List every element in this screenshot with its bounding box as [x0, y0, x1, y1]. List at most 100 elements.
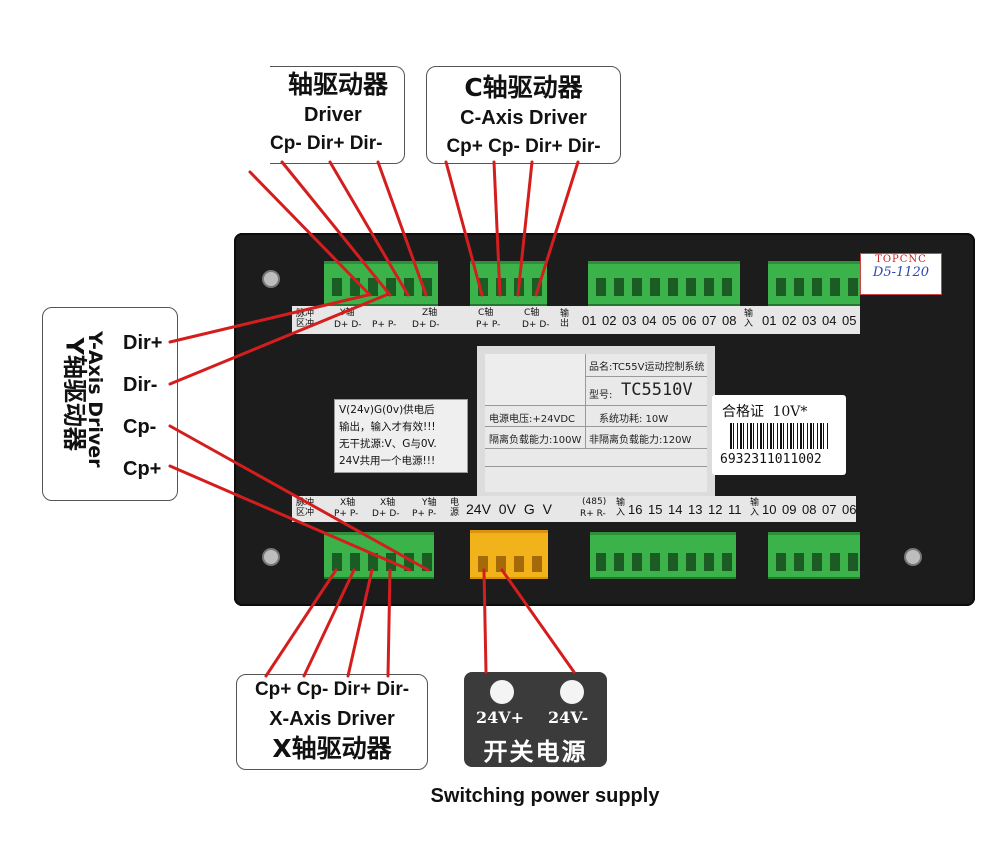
terminal-hole[interactable]	[614, 553, 624, 571]
non-isolated-load: 非隔离负载能力:120W	[589, 435, 692, 446]
callout-cn: C轴驱动器	[464, 73, 583, 102]
terminal-hole[interactable]	[596, 553, 606, 571]
output-header: 输出	[560, 309, 570, 329]
rs485-pins: R+ R-	[580, 509, 606, 519]
terminal-hole[interactable]	[830, 553, 840, 571]
input-04: 04	[822, 313, 837, 328]
pulse-label: 脉冲 区冲	[296, 309, 315, 329]
label-switching-power-cn: 开关电源	[483, 738, 588, 766]
terminal-24v-minus-icon	[560, 680, 584, 704]
output-02: 02	[602, 313, 617, 328]
wire	[264, 568, 338, 678]
c-pins-b-label: D+ D-	[522, 320, 550, 330]
terminal-hole[interactable]	[496, 556, 506, 572]
screw-icon	[262, 270, 280, 288]
terminal-hole[interactable]	[614, 278, 624, 296]
terminal-hole[interactable]	[812, 278, 822, 296]
terminal-hole[interactable]	[704, 553, 714, 571]
certificate-voltage: 10V*	[772, 404, 808, 420]
terminal-hole[interactable]	[794, 278, 804, 296]
input-07: 07	[822, 502, 837, 517]
notice-line: 24V共用一个电源!!!	[339, 455, 436, 467]
output-08: 08	[722, 313, 737, 328]
terminal-hole[interactable]	[686, 553, 696, 571]
terminal-hole[interactable]	[776, 278, 786, 296]
terminal-hole[interactable]	[332, 278, 342, 296]
screw-icon	[904, 548, 922, 566]
terminal-hole[interactable]	[848, 553, 858, 571]
power-supply-box: 24V+ 24V- 开关电源	[464, 672, 607, 767]
output-06: 06	[682, 313, 697, 328]
terminal-hole[interactable]	[632, 278, 642, 296]
input-header: 输入	[744, 309, 754, 329]
model-label: 型号:	[589, 390, 613, 401]
output-05: 05	[662, 313, 677, 328]
terminal-hole[interactable]	[368, 278, 378, 296]
terminal-hole[interactable]	[812, 553, 822, 571]
y-axis-label: Y轴	[422, 498, 437, 508]
terminal-hole[interactable]	[848, 278, 858, 296]
topcnc-brand: TOPCNC	[875, 254, 927, 265]
certificate-title: 合格证	[722, 404, 764, 420]
wire	[492, 160, 502, 297]
terminal-hole[interactable]	[668, 278, 678, 296]
terminal-hole[interactable]	[386, 278, 396, 296]
z-pins-b-label: D+ D-	[412, 320, 440, 330]
input-16: 16	[628, 502, 643, 517]
terminal-hole[interactable]	[350, 553, 360, 571]
terminal-hole[interactable]	[776, 553, 786, 571]
terminal-hole[interactable]	[478, 556, 488, 572]
input-15: 15	[648, 502, 663, 517]
rs485-label: (485)	[582, 497, 607, 507]
terminal-hole[interactable]	[532, 556, 542, 572]
terminal-hole[interactable]	[830, 278, 840, 296]
power-header: 电源	[450, 498, 460, 518]
terminal-hole[interactable]	[368, 553, 378, 571]
y-pins-label: D+ D-	[334, 320, 362, 330]
terminal-hole[interactable]	[722, 278, 732, 296]
input-08: 08	[802, 502, 817, 517]
terminal-hole[interactable]	[332, 553, 342, 571]
terminal-hole[interactable]	[514, 556, 524, 572]
output-03: 03	[622, 313, 637, 328]
label-24v-plus: 24V+	[476, 708, 525, 727]
wire	[376, 160, 428, 297]
terminal-hole[interactable]	[686, 278, 696, 296]
callout-en: C-Axis Driver	[460, 107, 587, 129]
terminal-hole[interactable]	[478, 278, 488, 296]
system-power: 系统功耗: 10W	[599, 414, 669, 425]
nameplate: 品名:TC55V运动控制系统 型号: TC5510V 电源电压:+24VDC 系…	[477, 346, 715, 500]
topcnc-tag: TOPCNC D5-1120	[860, 253, 942, 295]
terminal-hole[interactable]	[704, 278, 714, 296]
terminal-hole[interactable]	[668, 553, 678, 571]
input-10: 10	[762, 502, 777, 517]
wire	[168, 293, 388, 386]
terminal-hole[interactable]	[650, 278, 660, 296]
wire	[444, 160, 484, 297]
wire	[168, 424, 430, 572]
terminal-hole[interactable]	[404, 278, 414, 296]
bottom-label-strip: 脉冲 区冲 P+ P- X轴 X轴 D+ D- Y轴 P+ P- 电源 24V …	[292, 496, 856, 522]
y-axis-label: Y轴	[340, 308, 355, 318]
wire	[516, 160, 534, 297]
pin-cp-minus: Cp-	[123, 416, 157, 438]
callout-en: X-Axis Driver	[269, 708, 395, 730]
supply-voltage: 电源电压:+24VDC	[489, 414, 575, 425]
terminal-hole[interactable]	[404, 553, 414, 571]
terminal-hole[interactable]	[794, 553, 804, 571]
terminal-block-outputs[interactable]	[588, 261, 740, 306]
notice-line: V(24v)G(0v)供电后	[339, 404, 435, 416]
terminal-hole[interactable]	[596, 278, 606, 296]
terminal-hole[interactable]	[722, 553, 732, 571]
terminal-hole[interactable]	[632, 553, 642, 571]
terminal-hole[interactable]	[422, 553, 432, 571]
input-09: 09	[782, 502, 797, 517]
callout-pins: Cp+ Cp- Dir+ Dir-	[254, 679, 410, 700]
terminal-hole[interactable]	[422, 278, 432, 296]
wire	[302, 568, 356, 678]
output-07: 07	[702, 313, 717, 328]
input-03: 03	[802, 313, 817, 328]
terminal-hole[interactable]	[350, 278, 360, 296]
x-pins-b-label: D+ D-	[372, 509, 400, 519]
terminal-hole[interactable]	[650, 553, 660, 571]
